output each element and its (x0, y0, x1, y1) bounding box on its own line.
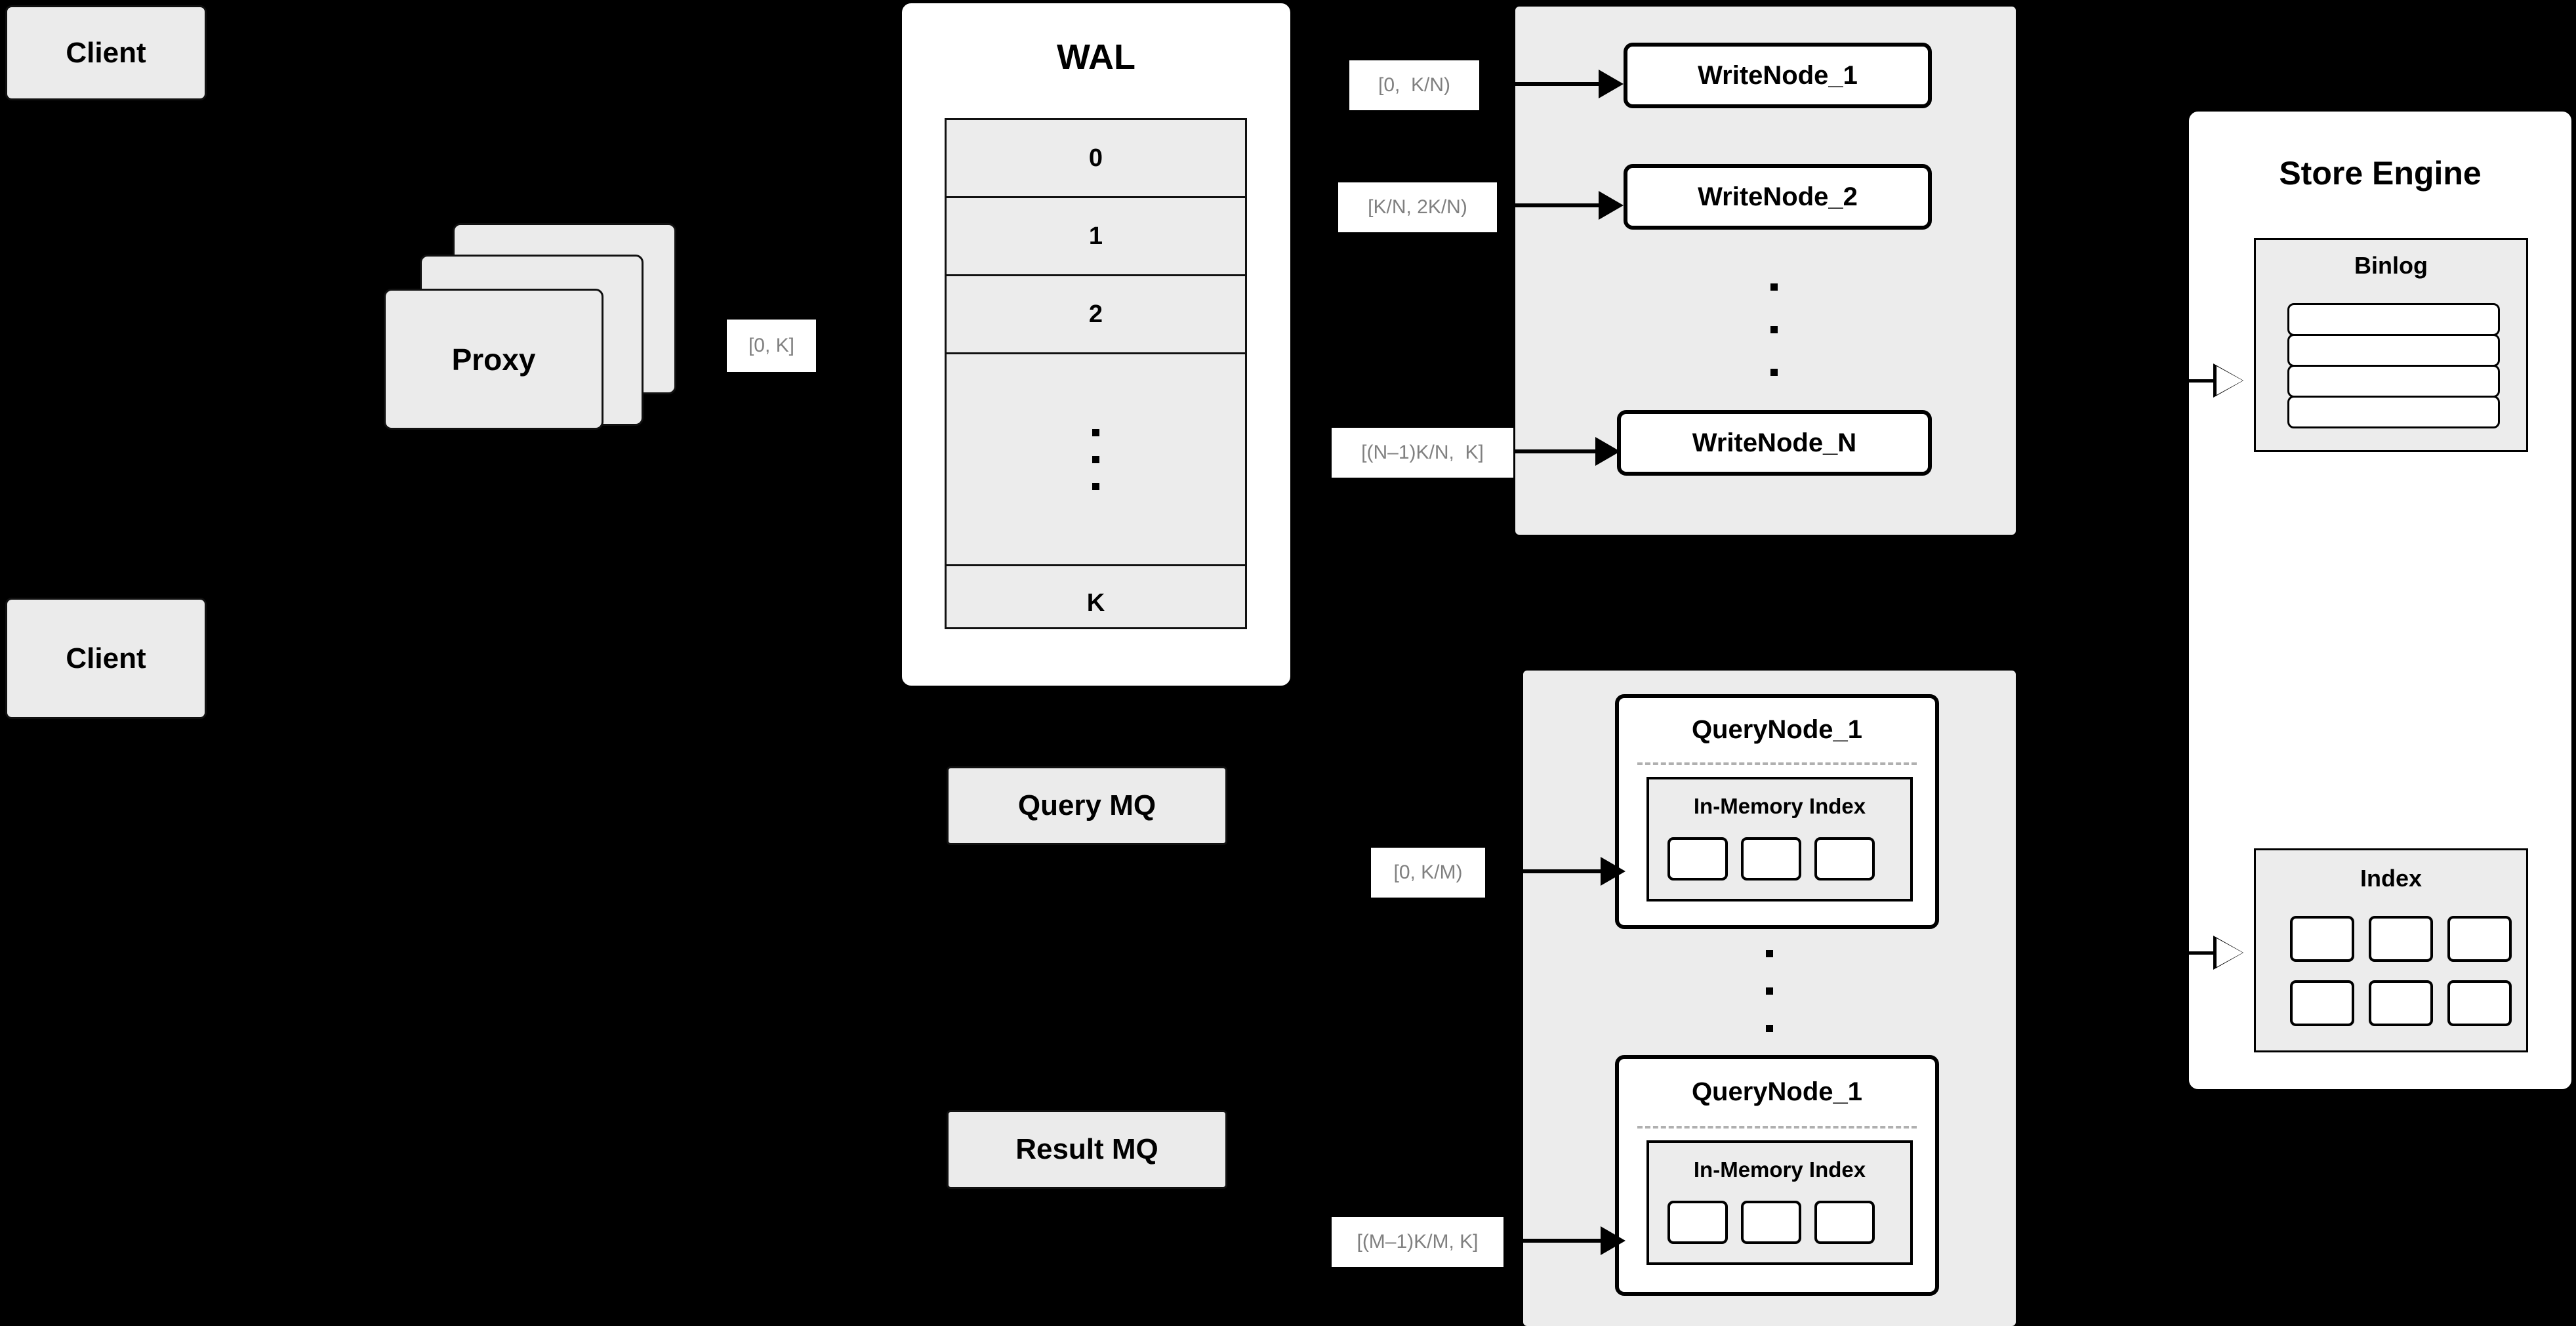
store-engine-panel: Store Engine Binlog Index (2189, 112, 2571, 1089)
index-cell (1814, 1201, 1875, 1244)
index-cell (2369, 916, 2433, 962)
wal-table: 0 1 2 K (945, 118, 1247, 629)
index-cell (2447, 916, 2512, 962)
index-cell (1741, 837, 1801, 881)
arrow-head-to-binlog (2217, 366, 2243, 395)
index-cell (2290, 916, 2354, 962)
index-cell (1667, 1201, 1728, 1244)
client-box-2: Client (5, 598, 207, 719)
wal-row-k-label: K (1086, 589, 1105, 617)
edge-label-write-n-text: [(N–1)K/N, K] (1361, 442, 1484, 463)
query-mq-box: Query MQ (947, 766, 1227, 845)
edge-label-query-m: [(M–1)K/M, K] (1332, 1217, 1503, 1267)
query-node-m-title: QueryNode_1 (1691, 1077, 1863, 1106)
in-memory-index-1: In-Memory Index (1646, 777, 1913, 901)
arrow-head-query-m (1601, 1226, 1625, 1255)
query-node-1-title: QueryNode_1 (1691, 715, 1863, 744)
query-node-1: QueryNode_1 In-Memory Index (1615, 694, 1939, 929)
proxy-box: Proxy (384, 289, 603, 430)
arrow-line-to-index (2184, 951, 2216, 955)
ellipsis-dot-icon (1770, 283, 1778, 291)
ellipsis-dot-icon (1092, 455, 1099, 463)
arrow-head-write-n (1595, 437, 1620, 466)
in-memory-index-m: In-Memory Index (1646, 1140, 1913, 1265)
arrow-head-query-1 (1601, 857, 1625, 886)
in-memory-index-m-title: In-Memory Index (1693, 1157, 1866, 1182)
index-block: Index (2254, 848, 2528, 1052)
index-cell (1667, 837, 1728, 881)
arrow-head-write-1 (1599, 70, 1624, 98)
arrow-head-write-2 (1599, 191, 1624, 220)
binlog-bar (2287, 334, 2500, 367)
index-title: Index (2360, 865, 2423, 892)
write-node-n-label: WriteNode_N (1692, 428, 1857, 457)
write-node-n: WriteNode_N (1617, 410, 1932, 476)
edge-label-write-1: [0, K/N) (1349, 60, 1479, 110)
binlog-block: Binlog (2254, 238, 2528, 452)
edge-label-write-n: [(N–1)K/N, K] (1332, 428, 1513, 478)
arrow-line-query-m (1521, 1239, 1606, 1243)
arrow-line-to-binlog (2184, 379, 2216, 383)
client-label-1: Client (66, 36, 146, 69)
edge-label-write-2: [K/N, 2K/N) (1338, 182, 1497, 232)
ellipsis-dot-icon (1770, 326, 1778, 333)
wal-row-1: 1 (947, 198, 1245, 276)
binlog-title: Binlog (2354, 252, 2428, 279)
client-label-2: Client (66, 642, 146, 674)
edge-label-write-1-text: [0, K/N) (1378, 74, 1451, 96)
query-node-m-separator (1637, 1126, 1917, 1129)
index-cell (1814, 837, 1875, 881)
arrow-line-write-2 (1512, 203, 1604, 207)
ellipsis-dot-icon (1770, 369, 1778, 376)
wal-row-k: K (947, 566, 1245, 640)
wal-row-ellipsis (947, 354, 1245, 566)
edge-label-query-m-text: [(M–1)K/M, K] (1357, 1231, 1479, 1253)
query-node-m: QueryNode_1 In-Memory Index (1615, 1055, 1939, 1296)
write-node-2: WriteNode_2 (1624, 164, 1932, 230)
arrow-line-write-1 (1512, 82, 1604, 86)
wal-row-0: 0 (947, 120, 1245, 198)
result-mq-label: Result MQ (1015, 1133, 1158, 1165)
ellipsis-dot-icon (1092, 482, 1099, 490)
client-box-1: Client (5, 5, 207, 100)
wal-row-2-label: 2 (1088, 300, 1103, 328)
binlog-bar (2287, 396, 2500, 428)
proxy-label: Proxy (451, 342, 536, 377)
index-cell (2290, 980, 2354, 1026)
index-cell (2369, 980, 2433, 1026)
wal-title: WAL (1057, 37, 1135, 77)
edge-label-write-2-text: [K/N, 2K/N) (1368, 196, 1467, 218)
query-node-1-separator (1637, 762, 1917, 765)
query-mq-label: Query MQ (1017, 789, 1156, 821)
ellipsis-dot-icon (1766, 987, 1773, 995)
result-mq-box: Result MQ (947, 1110, 1227, 1189)
binlog-bar (2287, 303, 2500, 336)
ellipsis-dot-icon (1766, 1025, 1773, 1032)
write-node-1-label: WriteNode_1 (1698, 60, 1858, 90)
ellipsis-dot-icon (1766, 950, 1773, 957)
index-cell (1741, 1201, 1801, 1244)
index-cell (2447, 980, 2512, 1026)
wal-row-0-label: 0 (1088, 144, 1103, 172)
store-engine-title: Store Engine (2279, 155, 2482, 192)
binlog-bar (2287, 365, 2500, 398)
write-node-2-label: WriteNode_2 (1698, 182, 1858, 211)
edge-label-proxy-to-wal-text: [0, K] (748, 335, 795, 356)
wal-row-1-label: 1 (1088, 222, 1103, 250)
edge-label-query-1: [0, K/M) (1371, 848, 1485, 898)
arrow-head-to-index (2217, 938, 2243, 967)
arrow-line-write-n (1509, 449, 1601, 453)
in-memory-index-1-title: In-Memory Index (1693, 794, 1866, 818)
write-node-1: WriteNode_1 (1624, 43, 1932, 108)
wal-row-2: 2 (947, 276, 1245, 354)
ellipsis-dot-icon (1092, 428, 1099, 436)
arrow-line-query-1 (1521, 869, 1606, 873)
edge-label-query-1-text: [0, K/M) (1393, 861, 1463, 883)
edge-label-proxy-to-wal: [0, K] (727, 320, 816, 372)
